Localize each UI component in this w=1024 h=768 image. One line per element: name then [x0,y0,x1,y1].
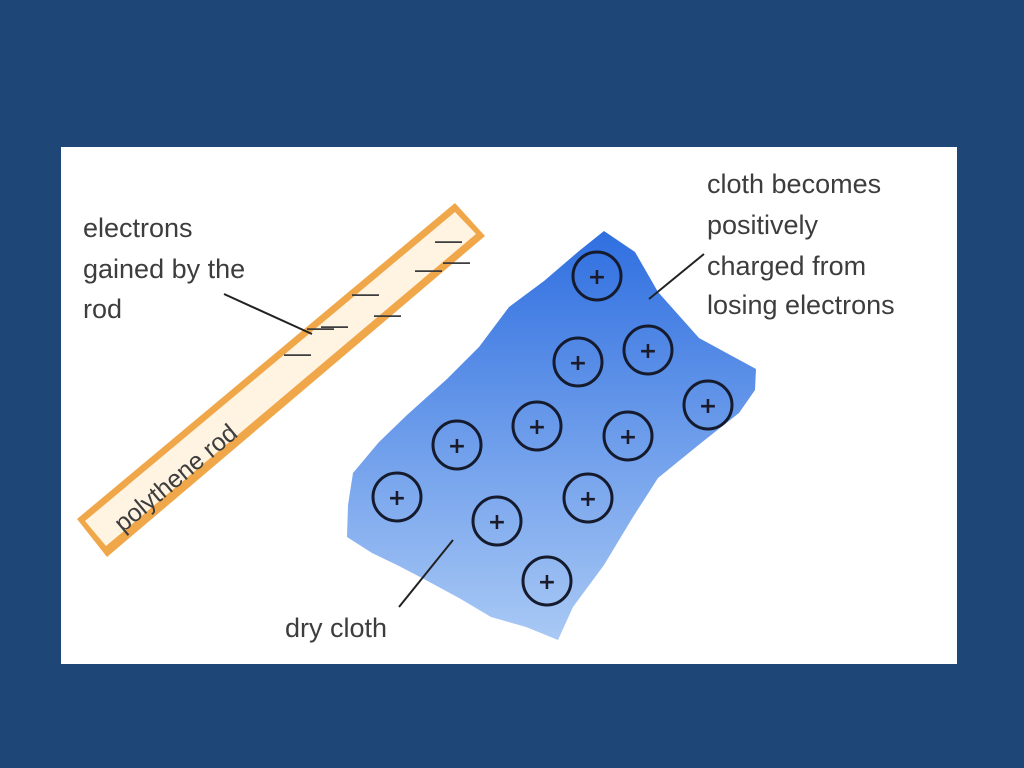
svg-text:cloth becomes: cloth becomes [707,169,881,199]
negative-charge: — [284,338,311,368]
svg-text:positively: positively [707,210,819,240]
svg-text:+: + [619,425,637,450]
negative-charge: — [443,246,470,276]
cloth-charge-pointer-line [649,254,704,299]
electrons-pointer-line [224,294,312,334]
svg-text:charged from: charged from [707,251,866,281]
cloth-charge-label: cloth becomes positively charged from lo… [707,169,895,320]
svg-text:+: + [639,339,657,364]
svg-text:+: + [538,570,556,595]
svg-text:+: + [448,434,466,459]
svg-text:losing electrons: losing electrons [707,290,895,320]
negative-charge: — [307,312,334,342]
svg-text:electrons: electrons [83,213,193,243]
negative-charge: — [415,254,442,284]
svg-text:+: + [588,265,606,290]
svg-text:gained by the: gained by the [83,254,245,284]
negative-charge: — [374,299,401,329]
diagram-panel: — — — — — — — — polythene rod + + + + + … [61,147,957,664]
dry-cloth-label: dry cloth [285,613,387,643]
svg-text:+: + [528,415,546,440]
svg-text:+: + [579,487,597,512]
charging-by-friction-diagram: — — — — — — — — polythene rod + + + + + … [61,147,957,664]
electrons-label: electrons gained by the rod [83,213,245,324]
svg-text:rod: rod [83,294,122,324]
svg-text:+: + [488,510,506,535]
svg-text:+: + [569,351,587,376]
svg-text:+: + [699,394,717,419]
svg-text:+: + [388,486,406,511]
